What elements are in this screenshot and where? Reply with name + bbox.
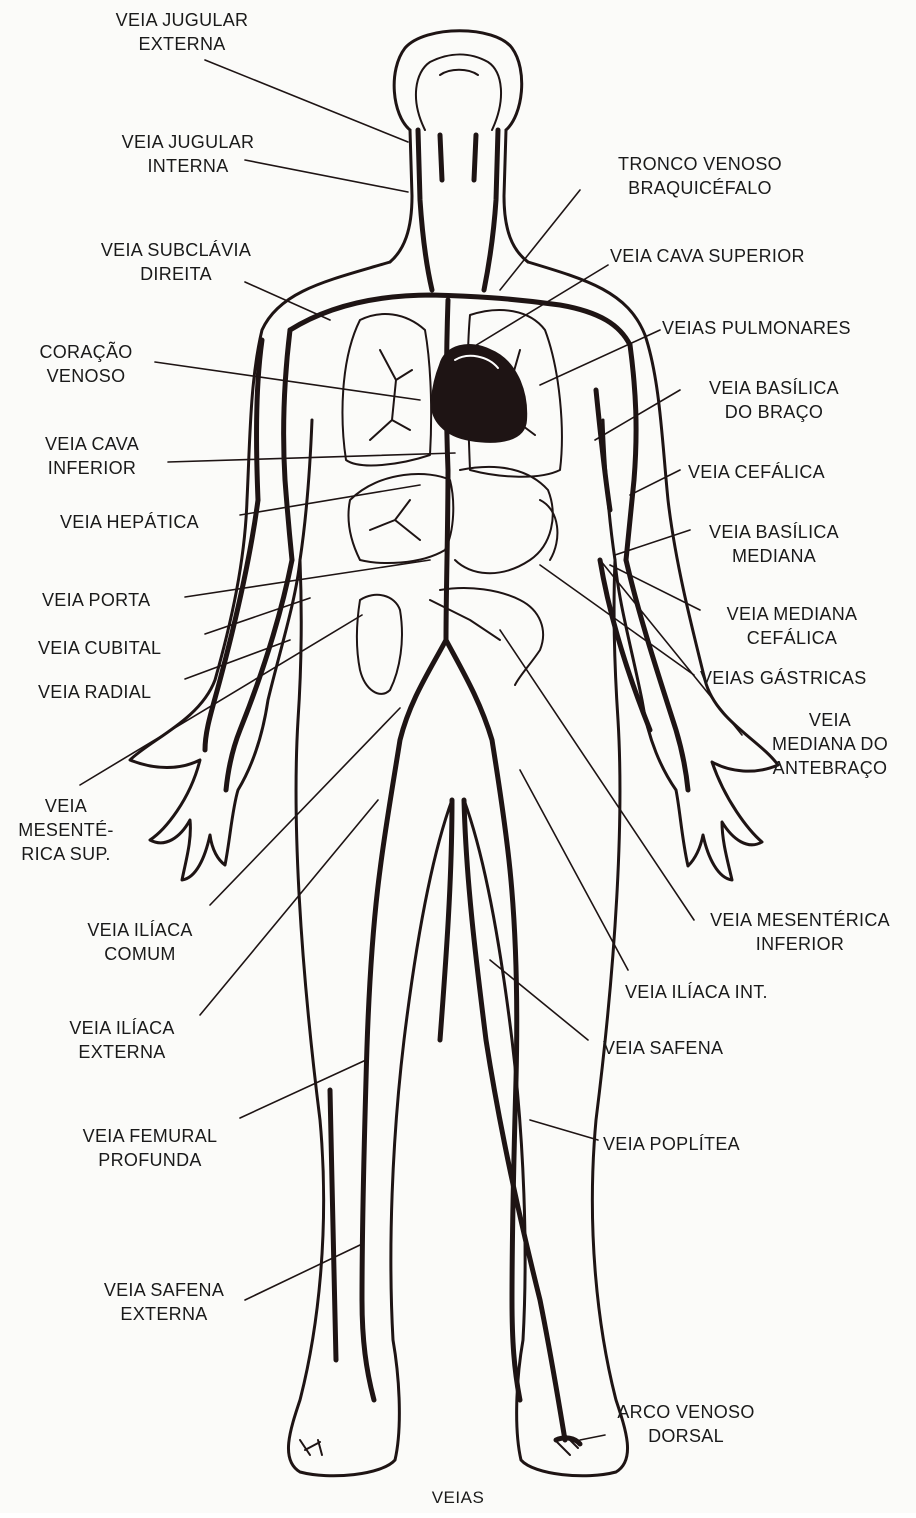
- label-veia-mesenterica-sup: VEIA MESENTÉ- RICA SUP.: [18, 794, 113, 866]
- label-veia-porta: VEIA PORTA: [42, 588, 150, 612]
- label-veia-poplitea: VEIA POPLÍTEA: [603, 1132, 740, 1156]
- label-line: DORSAL: [617, 1424, 754, 1448]
- label-line: PROFUNDA: [83, 1148, 218, 1172]
- label-line: VEIA MESENTÉRICA: [710, 908, 890, 932]
- label-veia-mediana-cefalica: VEIA MEDIANA CEFÁLICA: [727, 602, 858, 650]
- label-veia-basilica-mediana: VEIA BASÍLICA MEDIANA: [709, 520, 839, 568]
- label-line: EXTERNA: [104, 1302, 224, 1326]
- label-line: INFERIOR: [45, 456, 139, 480]
- label-line: MESENTÉ-: [18, 818, 113, 842]
- label-line: VEIA: [18, 794, 113, 818]
- label-line: VEIA PORTA: [42, 588, 150, 612]
- label-veia-safena: VEIA SAFENA: [603, 1036, 723, 1060]
- veins: [205, 130, 688, 1440]
- label-veia-mesenterica-inferior: VEIA MESENTÉRICA INFERIOR: [710, 908, 890, 956]
- label-line: VEIA CAVA: [45, 432, 139, 456]
- label-line: EXTERNA: [116, 32, 249, 56]
- label-line: RICA SUP.: [18, 842, 113, 866]
- label-veia-safena-externa: VEIA SAFENA EXTERNA: [104, 1278, 224, 1326]
- label-line: VEIA JUGULAR: [116, 8, 249, 32]
- label-tronco-venoso-braquicefalo: TRONCO VENOSO BRAQUICÉFALO: [618, 152, 782, 200]
- label-line: VEIA CEFÁLICA: [688, 460, 825, 484]
- label-line: EXTERNA: [69, 1040, 174, 1064]
- label-line: VEIA ILÍACA INT.: [625, 980, 768, 1004]
- label-line: INFERIOR: [710, 932, 890, 956]
- label-arco-venoso-dorsal: ARCO VENOSO DORSAL: [617, 1400, 754, 1448]
- label-line: VENOSO: [39, 364, 132, 388]
- label-veias-pulmonares: VEIAS PULMONARES: [662, 316, 851, 340]
- label-veias-gastricas: VEIAS GÁSTRICAS: [700, 666, 867, 690]
- heart: [432, 345, 526, 442]
- label-line: COMUM: [87, 942, 192, 966]
- label-veia-cubital: VEIA CUBITAL: [38, 636, 161, 660]
- label-veia-subclavia-direita: VEIA SUBCLÁVIA DIREITA: [101, 238, 251, 286]
- label-line: VEIA SUBCLÁVIA: [101, 238, 251, 262]
- label-line: VEIA CAVA SUPERIOR: [610, 244, 805, 268]
- inner-head: [416, 55, 501, 131]
- label-line: TRONCO VENOSO: [618, 152, 782, 176]
- label-line: VEIA SAFENA: [603, 1036, 723, 1060]
- label-veia-iliaca-comum: VEIA ILÍACA COMUM: [87, 918, 192, 966]
- label-veia-cefalica: VEIA CEFÁLICA: [688, 460, 825, 484]
- label-veia-mediana-do-antebraco: VEIA MEDIANA DO ANTEBRAÇO: [772, 708, 888, 780]
- label-line: DO BRAÇO: [709, 400, 839, 424]
- label-coracao-venoso: CORAÇÃO VENOSO: [39, 340, 132, 388]
- label-line: VEIA BASÍLICA: [709, 376, 839, 400]
- label-line: VEIA ILÍACA: [87, 918, 192, 942]
- label-line: VEIA SAFENA: [104, 1278, 224, 1302]
- label-line: VEIAS GÁSTRICAS: [700, 666, 867, 690]
- label-line: CEFÁLICA: [727, 626, 858, 650]
- label-line: VEIAS PULMONARES: [662, 316, 851, 340]
- label-veia-iliaca-int: VEIA ILÍACA INT.: [625, 980, 768, 1004]
- label-line: DIREITA: [101, 262, 251, 286]
- figure-caption: VEIAS: [432, 1488, 485, 1508]
- label-veia-hepatica: VEIA HEPÁTICA: [60, 510, 199, 534]
- label-line: BRAQUICÉFALO: [618, 176, 782, 200]
- label-veia-jugular-interna: VEIA JUGULAR INTERNA: [122, 130, 255, 178]
- label-line: MEDIANA DO: [772, 732, 888, 756]
- label-line: VEIA POPLÍTEA: [603, 1132, 740, 1156]
- label-line: MEDIANA: [709, 544, 839, 568]
- abdomen-organs: [348, 467, 557, 694]
- label-veia-femural-profunda: VEIA FEMURAL PROFUNDA: [83, 1124, 218, 1172]
- label-veia-basilica-do-braco: VEIA BASÍLICA DO BRAÇO: [709, 376, 839, 424]
- dorsal-arch-mark: [556, 1438, 580, 1444]
- label-line: VEIA MEDIANA: [727, 602, 858, 626]
- label-line: VEIA RADIAL: [38, 680, 151, 704]
- label-line: VEIA CUBITAL: [38, 636, 161, 660]
- label-line: VEIA: [772, 708, 888, 732]
- label-line: INTERNA: [122, 154, 255, 178]
- feet: [300, 1435, 578, 1455]
- label-line: VEIA HEPÁTICA: [60, 510, 199, 534]
- label-line: CORAÇÃO: [39, 340, 132, 364]
- label-line: VEIA ILÍACA: [69, 1016, 174, 1040]
- label-veia-cava-superior: VEIA CAVA SUPERIOR: [610, 244, 805, 268]
- label-veia-iliaca-externa: VEIA ILÍACA EXTERNA: [69, 1016, 174, 1064]
- label-line: VEIA JUGULAR: [122, 130, 255, 154]
- label-line: VEIA BASÍLICA: [709, 520, 839, 544]
- label-veia-radial: VEIA RADIAL: [38, 680, 151, 704]
- label-line: VEIA FEMURAL: [83, 1124, 218, 1148]
- label-veia-cava-inferior: VEIA CAVA INFERIOR: [45, 432, 139, 480]
- label-line: ARCO VENOSO: [617, 1400, 754, 1424]
- label-veia-jugular-externa: VEIA JUGULAR EXTERNA: [116, 8, 249, 56]
- label-line: ANTEBRAÇO: [772, 756, 888, 780]
